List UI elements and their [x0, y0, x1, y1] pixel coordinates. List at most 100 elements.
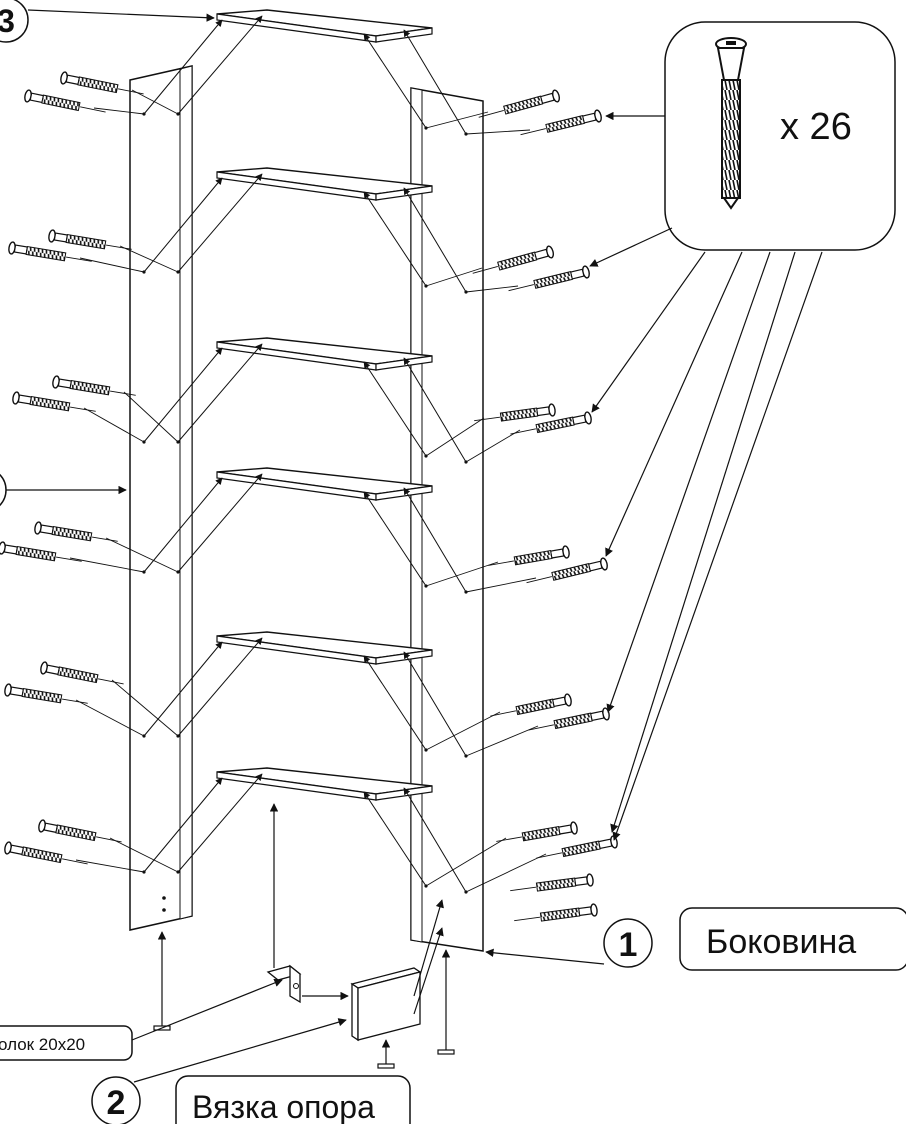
screws-group: [0, 71, 618, 922]
shelf-5: [142, 631, 468, 758]
confirmat-screw: [60, 71, 144, 95]
corner-arrow: [131, 978, 283, 1041]
screw-guide-line: [79, 257, 145, 273]
shelf-link-line: [143, 177, 223, 273]
screw-guide-line: [119, 245, 179, 273]
shelf-link-line: [177, 173, 263, 273]
shelf-link-line: [363, 491, 427, 587]
corner-callout: олок 20x20: [0, 1025, 133, 1061]
confirmat-screw: [514, 903, 598, 922]
leveling-foot: [153, 931, 171, 1031]
support-plinth: [350, 967, 422, 1042]
shelf-1: [142, 9, 468, 136]
screw-guide-line: [465, 577, 537, 593]
confirmat-screw: [520, 109, 602, 136]
part3-callout: 3: [0, 0, 29, 43]
fastener-arrow: [610, 251, 796, 833]
part3-number: 3: [0, 3, 15, 39]
screw-guide-line: [425, 267, 483, 287]
fastener-arrow: [606, 251, 771, 713]
shelf-link-line: [363, 33, 427, 129]
part2-callout: 2 Вязка опора: [91, 1075, 411, 1124]
confirmat-screw: [490, 693, 572, 717]
part2-arrow: [133, 1018, 347, 1083]
corner-label: олок 20x20: [0, 1035, 85, 1054]
left-edge-callout: [0, 473, 7, 507]
part2-label: Вязка опора: [192, 1089, 375, 1124]
left-side-panel: [129, 65, 193, 931]
screw-guide-line: [425, 711, 501, 751]
confirmat-screw: [8, 241, 92, 262]
shelf-link-line: [403, 357, 467, 463]
screw-guide-line: [123, 391, 179, 443]
leveling-foot: [437, 949, 455, 1055]
screw-guide-line: [465, 725, 539, 757]
shelf-link-line: [403, 187, 467, 293]
part1-callout: 1 Боковина: [603, 907, 906, 971]
confirmat-screw: [508, 265, 590, 292]
plinth-arrow: [413, 927, 444, 1015]
confirmat-screw: [496, 821, 578, 842]
confirmat-screw-icon: [715, 37, 747, 210]
shelf-6: [142, 767, 468, 894]
shelves-group: [142, 9, 468, 894]
confirmat-screw: [4, 841, 88, 865]
confirmat-screw: [488, 545, 570, 566]
confirmat-screw: [12, 391, 96, 412]
screw-guide-line: [425, 837, 507, 887]
shelf-3: [142, 337, 468, 464]
confirmat-screw: [510, 411, 592, 435]
confirmat-screw: [4, 683, 88, 704]
screw-guide-line: [425, 111, 489, 129]
confirmat-screw: [536, 835, 618, 859]
shelf-link-line: [363, 361, 427, 457]
screw-guide-line: [93, 107, 145, 115]
screw-guide-line: [465, 853, 547, 893]
shelf-2: [142, 167, 468, 294]
fastener-callout: x 26: [664, 21, 896, 251]
part1-number: 1: [619, 926, 638, 964]
shelf-link-line: [177, 343, 263, 443]
shelf-link-line: [143, 19, 223, 115]
shelf-link-line: [177, 15, 263, 115]
confirmat-screw: [52, 375, 136, 396]
screw-guide-line: [465, 129, 531, 135]
confirmat-screw: [478, 89, 561, 118]
screw-guide-line: [105, 537, 179, 573]
confirmat-screw: [38, 819, 122, 843]
screw-guide-line: [111, 679, 179, 737]
part1-label: Боковина: [706, 923, 856, 961]
screw-guide-line: [425, 561, 499, 587]
screw-guide-line: [131, 89, 179, 115]
part2-number: 2: [107, 1084, 126, 1122]
fastener-arrow: [589, 227, 673, 267]
fastener-arrow: [612, 251, 823, 841]
leveling-foot: [377, 1039, 395, 1069]
confirmat-screw: [34, 521, 118, 542]
screw-guide-line: [83, 407, 145, 443]
screw-guide-line: [465, 285, 519, 293]
confirmat-screw: [0, 541, 82, 562]
shelf-link-line: [143, 477, 223, 573]
shelf-link-line: [403, 787, 467, 893]
shelf-link-line: [403, 29, 467, 135]
screw-guide-line: [465, 429, 521, 463]
assembly-arrows: [6, 9, 823, 1083]
shelf-link-line: [363, 655, 427, 751]
screw-guide-line: [75, 699, 145, 737]
shelf-link-line: [143, 347, 223, 443]
corner-bracket: [266, 964, 302, 1004]
confirmat-screw: [528, 707, 610, 731]
confirmat-screw: [48, 229, 132, 250]
shelf-link-line: [177, 637, 263, 737]
confirmat-screw: [526, 557, 608, 584]
part1-arrow: [485, 948, 605, 965]
screw-guide-line: [75, 859, 145, 873]
shelf-link-line: [403, 487, 467, 593]
screw-guide-line: [425, 417, 485, 457]
fastener-arrow: [605, 251, 743, 557]
part3-arrow: [27, 9, 215, 22]
screw-guide-line: [109, 837, 179, 873]
confirmat-screw: [474, 403, 556, 422]
